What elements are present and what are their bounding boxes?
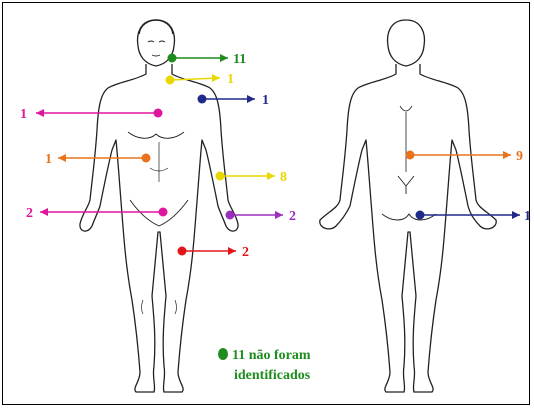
- marker-count-label: 2: [289, 209, 296, 224]
- marker-arrow-head: [247, 95, 255, 103]
- marker-dot: [226, 211, 235, 220]
- marker-arrow-head: [503, 151, 511, 159]
- legend-dot-icon: [218, 348, 228, 360]
- marker-arrow-head: [275, 211, 283, 219]
- marker-chest-front: 1: [20, 107, 163, 122]
- legend-line-1: 11 não foram: [232, 348, 311, 363]
- marker-arrow-head: [267, 172, 275, 180]
- marker-dot: [198, 95, 207, 104]
- marker-count-label: 2: [26, 206, 33, 221]
- marker-back-upper: 9: [406, 149, 524, 164]
- marker-arrow-head: [58, 154, 66, 162]
- marker-dot: [166, 76, 175, 85]
- marker-neck-front: 11: [168, 52, 247, 67]
- marker-count-label: 1: [20, 107, 27, 122]
- marker-thigh-front: 2: [178, 245, 250, 260]
- marker-shoulder-left-front: 1: [166, 72, 235, 87]
- marker-count-label: 1: [524, 209, 531, 224]
- marker-count-label: 1: [45, 152, 52, 167]
- marker-arrow-head: [220, 54, 228, 62]
- marker-arrow-head: [228, 247, 236, 255]
- marker-abdomen-front: 1: [45, 152, 151, 167]
- marker-count-label: 9: [516, 149, 523, 164]
- marker-arrow-head: [512, 211, 520, 219]
- legend-line-2: identificados: [218, 366, 368, 386]
- marker-count-label: 8: [280, 170, 287, 185]
- marker-shoulder-right-front: 1: [198, 93, 270, 108]
- marker-dot: [142, 154, 151, 163]
- marker-dot: [159, 208, 168, 217]
- marker-count-label: 11: [233, 52, 246, 67]
- marker-count-label: 2: [242, 245, 249, 260]
- marker-arrow-head: [212, 74, 220, 82]
- marker-arrow-head: [40, 208, 48, 216]
- back-body-figure: [320, 20, 496, 392]
- marker-count-label: 1: [262, 93, 269, 108]
- marker-dot: [154, 109, 163, 118]
- marker-dot: [178, 247, 187, 256]
- marker-count-label: 1: [227, 72, 234, 87]
- marker-dot: [406, 151, 415, 160]
- marker-dot: [168, 54, 177, 63]
- marker-dot: [216, 172, 225, 181]
- marker-arrow-head: [36, 109, 44, 117]
- marker-dot: [416, 211, 425, 220]
- unidentified-legend: 11 não foram identificados: [218, 346, 368, 386]
